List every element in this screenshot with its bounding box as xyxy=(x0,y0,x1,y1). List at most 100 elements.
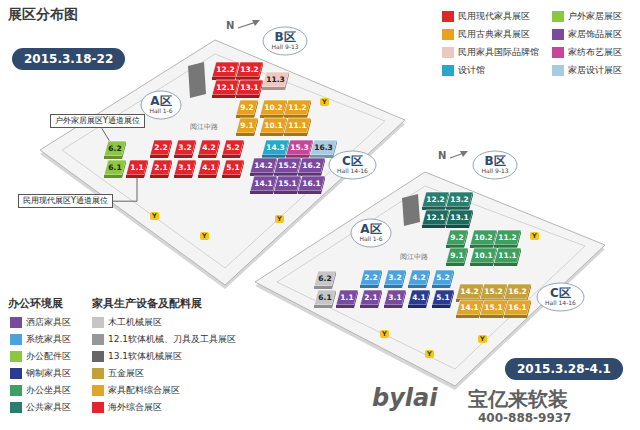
zone-bubble: B区Hall 9-13 xyxy=(262,26,308,56)
exhibition-hall: 9.2 xyxy=(236,100,258,118)
hall-side xyxy=(262,87,285,90)
hall-number: 4.2 xyxy=(412,274,425,282)
hall-roof xyxy=(260,118,287,133)
exhibition-hall: 11.1 xyxy=(284,118,311,136)
hall-side xyxy=(236,133,254,136)
hall-number: 16.1 xyxy=(508,304,527,312)
hall-side xyxy=(104,175,122,178)
exhibition-hall: 4.2 xyxy=(198,140,220,158)
zone-halls: Hall 9-13 xyxy=(481,168,508,175)
hall-roof xyxy=(250,176,277,191)
exhibition-hall: 11.3 xyxy=(262,72,289,90)
hall-number: 14.2 xyxy=(254,162,273,170)
legend-item: 民用现代家具展区 xyxy=(442,10,530,23)
legend-swatch xyxy=(10,368,22,379)
legend-swatch xyxy=(92,385,104,396)
hall-side xyxy=(426,270,430,288)
legend-item: 系统家具区 xyxy=(10,333,71,346)
hall-side xyxy=(517,230,521,248)
exhibition-hall: 10.2 xyxy=(470,230,497,248)
legend-item: 民用家具国际品牌馆 xyxy=(442,46,539,59)
road-name: 阅江中路 xyxy=(190,122,218,132)
zone-name: B区 xyxy=(484,155,505,168)
exhibition-hall: 2.1 xyxy=(150,160,172,178)
exhibition-hall: 5.1 xyxy=(432,290,454,308)
legend-item: 户外家居展区 xyxy=(552,10,622,23)
callout-box: 户外家居展区Y通道展位 xyxy=(50,114,145,128)
hall-side xyxy=(274,173,297,176)
hall-side xyxy=(212,95,235,98)
zone-halls: Hall 14-16 xyxy=(545,300,576,307)
zone-halls: Hall 1-6 xyxy=(359,236,382,243)
hall-side xyxy=(384,305,402,308)
legend-swatch xyxy=(10,385,22,396)
legend-text: 家居饰品展区 xyxy=(568,28,622,41)
hall-number: 12.2 xyxy=(216,66,235,74)
hall-number: 10.2 xyxy=(474,234,493,242)
exhibition-hall: 12.2 xyxy=(212,62,239,80)
legend-text: 家具配料综合展区 xyxy=(108,384,180,397)
legend-text: 酒店家具区 xyxy=(26,316,71,329)
exhibition-hall: 10.1 xyxy=(470,248,497,266)
hall-number: 13.1 xyxy=(450,214,469,222)
hall-side xyxy=(402,270,406,288)
exhibition-hall: 3.1 xyxy=(174,160,196,178)
hall-side xyxy=(360,305,378,308)
hall-side xyxy=(432,305,450,308)
exhibition-hall: 15.1 xyxy=(274,176,301,194)
legend-item: 木工机械展区 xyxy=(92,316,162,329)
hall-number: 2.1 xyxy=(364,294,377,302)
entrance-marker: Y xyxy=(275,215,284,223)
hall-number: 11.2 xyxy=(288,104,307,112)
hall-side xyxy=(464,230,468,248)
legend-text: 海外综合展区 xyxy=(108,401,162,414)
exhibition-hall: 16.3 xyxy=(310,140,337,158)
hall-number: 10.2 xyxy=(264,104,283,112)
hall-side xyxy=(517,248,521,266)
legend-swatch xyxy=(552,29,564,40)
hall-side xyxy=(150,175,168,178)
hall-side xyxy=(527,284,531,302)
hall-side xyxy=(426,290,430,308)
hall-side xyxy=(527,300,531,318)
hall-side xyxy=(284,115,307,118)
hall-number: 12.1 xyxy=(426,214,445,222)
legend-swatch xyxy=(552,65,564,76)
hall-side xyxy=(216,160,220,178)
legend-item: 民用古典家具展区 xyxy=(442,28,530,41)
exhibition-hall: 12.2 xyxy=(422,192,449,210)
entrance-marker: Y xyxy=(150,212,159,220)
hall-side xyxy=(298,191,321,194)
exhibition-hall: 13.2 xyxy=(446,192,473,210)
entrance-marker: Y xyxy=(478,335,487,343)
cloud-outline xyxy=(351,219,391,247)
legend-swatch xyxy=(92,334,104,345)
legend-swatch xyxy=(92,402,104,413)
ground-platform xyxy=(255,172,605,386)
hall-roof xyxy=(298,158,325,173)
hall-side xyxy=(310,155,333,158)
exhibition-hall: 16.2 xyxy=(504,284,531,302)
zone-halls: Hall 9-13 xyxy=(271,44,298,51)
date-badge: 2015.3.28-4.1 xyxy=(505,358,623,380)
hall-roof xyxy=(260,100,287,115)
hall-side xyxy=(198,175,216,178)
exhibition-hall: 16.1 xyxy=(504,300,531,318)
hall-side xyxy=(259,62,263,80)
date-text: 2015.3.28-4.1 xyxy=(517,362,611,376)
hall-side xyxy=(262,155,285,158)
hall-number: 1.1 xyxy=(340,294,353,302)
exhibition-hall: 14.1 xyxy=(250,176,277,194)
hall-roof xyxy=(212,80,239,95)
hall-number: 14.3 xyxy=(266,144,285,152)
hall-number: 15.3 xyxy=(290,144,309,152)
zone-halls: Hall 14-16 xyxy=(337,168,368,175)
legend-text: 办公坐具区 xyxy=(26,384,71,397)
hall-side xyxy=(432,285,450,288)
hall-number: 3.2 xyxy=(388,274,401,282)
legend-item: 钢制家具区 xyxy=(10,367,71,380)
hall-number: 4.1 xyxy=(202,164,215,172)
watermark: 宝亿来软装 xyxy=(468,386,568,413)
hall-number: 6.2 xyxy=(318,275,331,283)
